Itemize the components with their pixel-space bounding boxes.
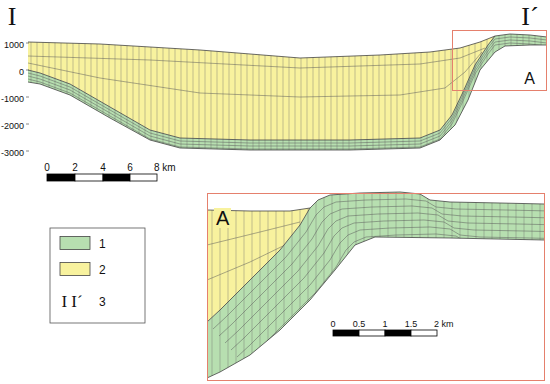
label-anchor: 0.5 xyxy=(353,314,366,330)
axis-label: 1000 xyxy=(4,40,24,50)
axis-label: -3000 xyxy=(1,148,24,158)
horizon-line xyxy=(207,222,300,280)
scale-label: 0 xyxy=(330,319,335,329)
unit-boundary xyxy=(28,34,547,58)
scale-label: 0 xyxy=(44,162,50,173)
legend-text: 2 xyxy=(99,263,106,277)
label-anchor: -2000 xyxy=(1,116,24,132)
legend-swatch xyxy=(60,237,90,250)
label-anchor: 1000 xyxy=(4,35,24,51)
label-anchor: 0 xyxy=(330,314,335,330)
scale-label: 0.5 xyxy=(353,319,366,329)
label-anchor: I xyxy=(8,4,17,30)
legend-frame xyxy=(50,228,145,323)
label-anchor: 6 xyxy=(127,158,133,174)
legend-swatch xyxy=(60,263,90,276)
horizon-line xyxy=(28,37,547,149)
scale-label: 1 xyxy=(382,319,387,329)
label-anchor: -3000 xyxy=(1,143,24,159)
label-anchor: 0 xyxy=(44,158,50,174)
section-end-mark: I xyxy=(8,2,17,31)
label-anchor: 2 km xyxy=(434,314,454,330)
legend-anchor: 2 xyxy=(99,261,106,277)
label-anchor: 4 xyxy=(100,158,106,174)
section-end-mark: I´ xyxy=(521,2,538,31)
axis-label: 0 xyxy=(19,67,24,77)
label-anchor: I´ xyxy=(521,4,538,30)
detail-letter: A xyxy=(522,71,537,87)
rock-unit xyxy=(207,192,544,378)
scale-label: 8 km xyxy=(154,162,176,173)
axis-label: -2000 xyxy=(1,121,24,131)
legend-anchor: 3 xyxy=(99,293,106,309)
detail-frame: A xyxy=(207,193,545,381)
label-anchor: -1000 xyxy=(1,89,24,105)
detail-frame: A xyxy=(452,30,547,91)
label-anchor: 8 km xyxy=(154,158,176,174)
scale-label: 2 xyxy=(72,162,78,173)
label-anchor: 1.5 xyxy=(405,314,418,330)
scale-label: 4 xyxy=(100,162,106,173)
label-anchor: 2 xyxy=(72,158,78,174)
label-anchor: 1 xyxy=(382,314,387,330)
rock-unit xyxy=(28,36,495,140)
label-anchor: 0 xyxy=(19,62,24,78)
legend-anchor: 1 xyxy=(99,235,106,251)
unit-boundary xyxy=(207,237,544,378)
scale-label: 2 km xyxy=(434,319,454,329)
scale-bar xyxy=(47,174,157,181)
legend-text: 1 xyxy=(99,237,106,251)
scale-label: 1.5 xyxy=(405,319,418,329)
horizon-line xyxy=(28,48,485,97)
unit-boundary xyxy=(207,192,544,211)
scale-and-legend-frame xyxy=(26,43,437,336)
legend-text: 3 xyxy=(99,295,106,309)
legend-sample-mark: I I´ xyxy=(61,292,82,311)
detail-letter: A xyxy=(214,208,231,228)
axis-ticks xyxy=(26,43,29,151)
unit-boundary xyxy=(28,45,547,150)
unit-boundary xyxy=(28,36,495,140)
scale-label: 6 xyxy=(127,162,133,173)
inset-scale-bar xyxy=(333,330,437,336)
horizon-line xyxy=(213,199,550,364)
inset-grid xyxy=(212,185,540,382)
axis-label: -1000 xyxy=(1,94,24,104)
unit-boundary xyxy=(207,208,310,322)
label-anchor: I I´ xyxy=(61,293,82,310)
